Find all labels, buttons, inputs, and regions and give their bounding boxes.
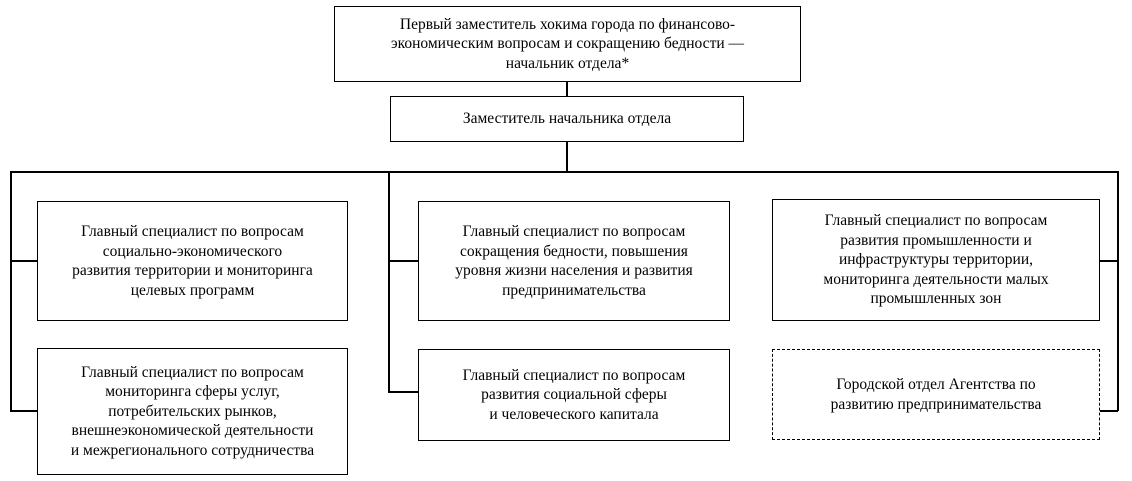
connector-top-to-deputy bbox=[566, 81, 568, 97]
connector-right-to-box2 bbox=[1100, 410, 1118, 412]
spec-socio-econ-label: Главный специалист по вопросам социально… bbox=[72, 223, 313, 299]
connector-middle-to-box2 bbox=[388, 391, 418, 393]
deputy-head-label: Заместитель начальника отдела bbox=[462, 110, 672, 128]
deputy-head-box: Заместитель начальника отдела bbox=[390, 96, 744, 142]
spec-social-box: Главный специалист по вопросам развития … bbox=[418, 349, 730, 441]
first-deputy-label: Первый заместитель хокима города по фина… bbox=[390, 15, 745, 72]
spec-poverty-box: Главный специалист по вопросам сокращени… bbox=[418, 201, 730, 321]
connector-left-vertical bbox=[10, 171, 12, 411]
connector-left-to-box2 bbox=[10, 410, 38, 412]
connector-middle-vertical bbox=[388, 171, 390, 392]
spec-industry-label: Главный специалист по вопросам развития … bbox=[823, 212, 1049, 308]
connector-right-to-box1 bbox=[1100, 260, 1118, 262]
connector-left-to-box1 bbox=[10, 260, 38, 262]
connector-right-vertical bbox=[1117, 171, 1119, 411]
first-deputy-box: Первый заместитель хокима города по фина… bbox=[334, 6, 801, 82]
connector-middle-to-box1 bbox=[388, 260, 418, 262]
spec-services-box: Главный специалист по вопросам мониторин… bbox=[37, 348, 348, 475]
spec-social-label: Главный специалист по вопросам развития … bbox=[462, 366, 686, 423]
connector-deputy-to-bus bbox=[566, 141, 568, 172]
spec-industry-box: Главный специалист по вопросам развития … bbox=[772, 199, 1100, 321]
agency-dept-label: Городской отдел Агентства по развитию пр… bbox=[830, 376, 1042, 413]
agency-dept-box: Городской отдел Агентства по развитию пр… bbox=[772, 349, 1100, 440]
spec-socio-econ-box: Главный специалист по вопросам социально… bbox=[37, 201, 348, 321]
spec-services-label: Главный специалист по вопросам мониторин… bbox=[70, 363, 315, 459]
connector-horizontal-bus bbox=[10, 171, 1118, 173]
spec-poverty-label: Главный специалист по вопросам сокращени… bbox=[455, 223, 693, 299]
